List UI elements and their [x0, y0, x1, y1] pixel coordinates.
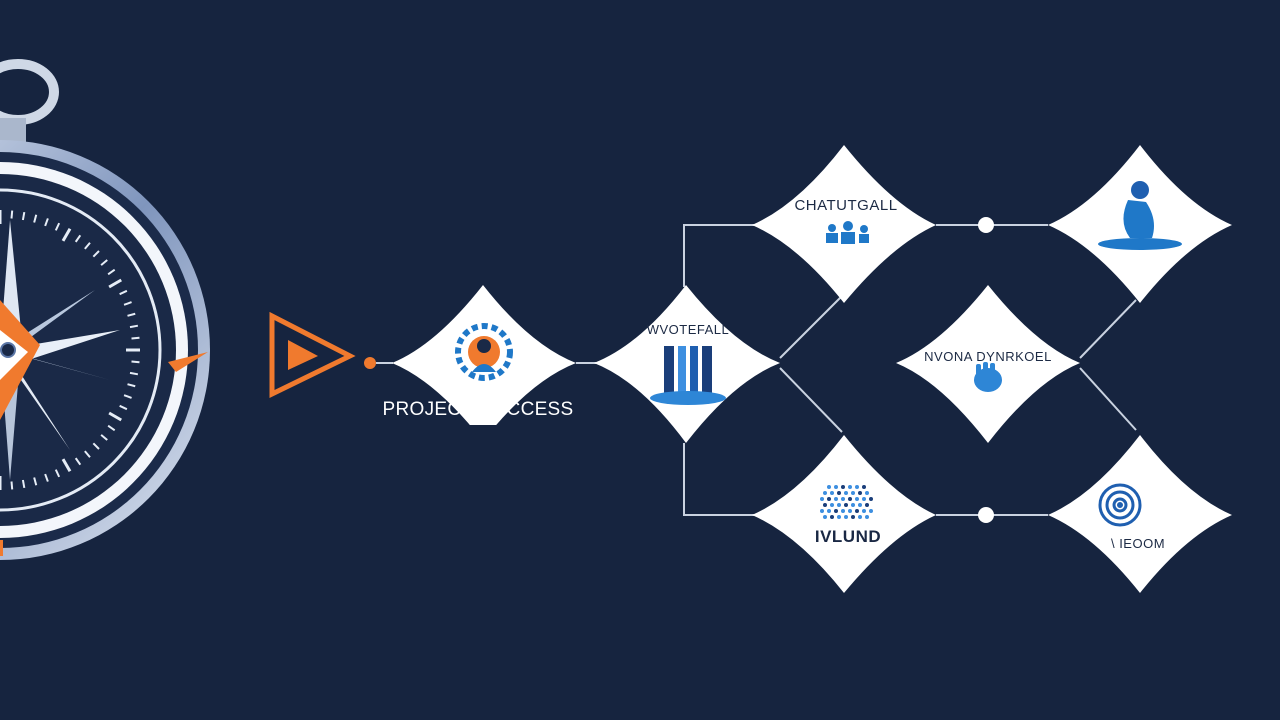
compass-tick	[84, 450, 91, 458]
compass-tick	[33, 477, 38, 486]
compass-tick	[108, 278, 122, 289]
globe-dot	[827, 485, 831, 489]
compass-tick	[129, 371, 139, 376]
compass-tick	[100, 259, 108, 266]
compass-tick	[54, 469, 61, 478]
globe-dot	[834, 497, 838, 501]
compass-tick	[74, 457, 82, 466]
compass-tick	[33, 214, 38, 223]
globe-dot	[848, 497, 852, 501]
compass-tick	[131, 336, 140, 340]
globe-dot	[865, 491, 869, 495]
compass-tick	[129, 324, 139, 329]
compass-tick	[61, 228, 72, 242]
node-label-bottom-right: \ IEOOM	[1110, 536, 1166, 551]
globe-dot	[823, 515, 827, 519]
globe-dot	[855, 509, 859, 513]
compass-tick	[119, 404, 128, 411]
diagram-node-bottom-right	[1048, 435, 1232, 593]
globe-dot	[823, 503, 827, 507]
globe-dot	[834, 485, 838, 489]
compass-tick	[21, 479, 26, 489]
compass-tick	[10, 210, 14, 219]
globe-dot	[820, 497, 824, 501]
compass-tick	[107, 268, 116, 276]
target-icon	[1098, 483, 1142, 527]
globe-dot	[851, 503, 855, 507]
compass-tick	[131, 360, 140, 364]
globe-dot	[827, 497, 831, 501]
compass-tick	[61, 458, 72, 472]
globe-dot	[844, 515, 848, 519]
globe-dot	[844, 491, 848, 495]
globe-dot	[837, 491, 841, 495]
connector-dots	[978, 217, 994, 523]
globe-dot	[855, 497, 859, 501]
globe-dot	[848, 509, 852, 513]
globe-dot	[841, 485, 845, 489]
globe-dot	[858, 491, 862, 495]
globe-dot	[851, 515, 855, 519]
compass-tick	[92, 250, 100, 258]
compass-tick	[74, 234, 82, 243]
compass-tick	[108, 411, 122, 422]
globe-dot	[858, 503, 862, 507]
globe-dot	[830, 503, 834, 507]
node-label-top: CHATUTGALL	[794, 197, 898, 214]
hand-icon	[974, 362, 1002, 392]
connector-lines	[576, 224, 1137, 516]
globe-dot	[855, 485, 859, 489]
people-icon	[826, 221, 869, 244]
globe-dot	[865, 503, 869, 507]
compass-tick	[44, 473, 49, 482]
globe-dot	[830, 515, 834, 519]
globe-dot	[823, 491, 827, 495]
compass-tick	[21, 211, 26, 221]
compass-tick	[84, 242, 91, 250]
play-triangle-icon	[269, 311, 393, 398]
compass-tick	[100, 434, 108, 441]
compass-tick	[54, 222, 61, 231]
globe-dot	[862, 497, 866, 501]
globe-dot	[820, 509, 824, 513]
globe-dot	[848, 485, 852, 489]
compass-tick	[123, 301, 132, 306]
diagram-node-waterfall	[594, 285, 780, 443]
globe-dot	[858, 515, 862, 519]
globe-dot	[834, 509, 838, 513]
globe-dot	[869, 497, 873, 501]
compass-tick	[92, 442, 100, 450]
globe-dot	[865, 515, 869, 519]
globe-dot	[841, 497, 845, 501]
diagram-node-bottom	[752, 435, 936, 593]
compass-tick	[44, 218, 49, 227]
globe-dot	[827, 509, 831, 513]
compass-tick	[123, 394, 132, 399]
globe-dot	[844, 503, 848, 507]
meditating-person-icon	[1098, 181, 1182, 250]
compass-icon	[0, 59, 210, 560]
compass-tick	[107, 424, 116, 432]
waterfall-icon	[650, 346, 726, 405]
compass-tick	[127, 383, 136, 388]
globe-dot	[837, 503, 841, 507]
dots-globe-icon	[820, 485, 873, 519]
globe-dot	[862, 509, 866, 513]
node-label-start: PROJECT NUCCESS	[382, 399, 574, 420]
globe-dot	[862, 485, 866, 489]
globe-dot	[830, 491, 834, 495]
compass-tick	[127, 312, 136, 317]
globe-dot	[869, 509, 873, 513]
globe-dot	[851, 491, 855, 495]
node-label-waterfall: WVOTEFALL	[646, 322, 730, 337]
node-label-bottom: IVLUND	[814, 527, 882, 546]
globe-dot	[841, 509, 845, 513]
node-label-middle: NVONA DYNRKOEL	[924, 349, 1052, 364]
person-gear-icon	[455, 323, 513, 381]
compass-tick	[119, 289, 128, 296]
compass-tick	[10, 481, 14, 490]
globe-dot	[837, 515, 841, 519]
